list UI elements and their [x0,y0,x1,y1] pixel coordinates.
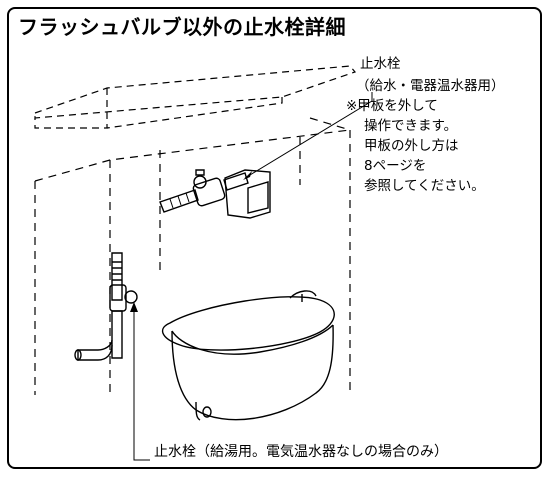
counter-board [34,65,357,129]
upper-valve-sublabel: （給水・電器温水器用） [356,78,505,94]
note-line: 8ページを [364,158,427,174]
leader-lower [133,304,150,461]
leader-upper [244,92,373,179]
page-title: フラッシュバルブ以外の止水栓詳細 [18,15,346,39]
lower-valve [74,252,138,361]
wall-flange [224,169,271,219]
toilet-bowl [161,290,335,421]
note-line: 参照してください。 [364,178,485,194]
note-line: 甲板の外し方は [364,138,459,154]
back-wall [34,117,351,395]
note-line: ※甲板を外して [346,98,438,114]
detail-frame [7,7,542,469]
removal-note: ※甲板を外して 操作できます。 甲板の外し方は 8ページを 参照してください。 [346,96,485,196]
upper-valve [159,169,249,213]
note-line: 操作できます。 [364,118,458,134]
lower-valve-label: 止水栓（給湯用。電気温水器なしの場合のみ） [154,444,448,460]
upper-valve-label: 止水栓 [360,56,401,72]
